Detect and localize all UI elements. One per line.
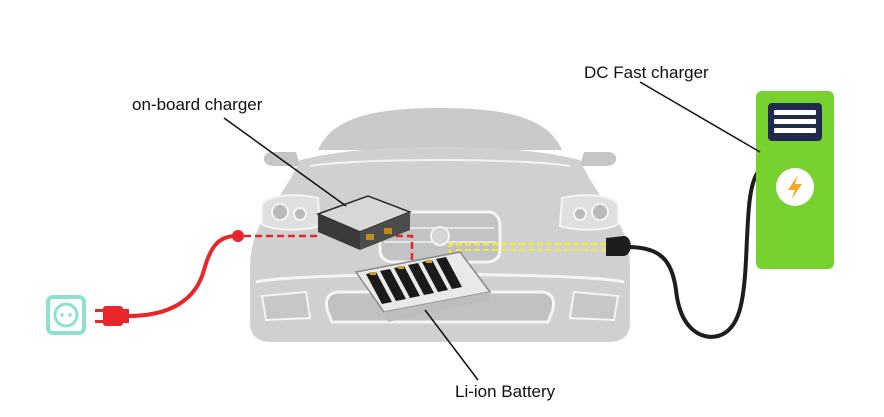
ac-inlet-port xyxy=(232,230,244,242)
label-on-board-charger: on-board charger xyxy=(132,95,263,114)
dc-internal-path-2 xyxy=(455,249,606,280)
screen-line-3 xyxy=(774,128,816,133)
leader-battery xyxy=(424,309,479,381)
battery-cells xyxy=(366,257,462,304)
headlight-left xyxy=(261,194,322,231)
headlight-right-lamp xyxy=(591,203,609,221)
mirror-right xyxy=(580,152,617,166)
screen-line-2 xyxy=(774,119,816,124)
dc-cable xyxy=(606,170,760,339)
dc-cable-line xyxy=(627,170,760,339)
headlight-left-lamp xyxy=(271,203,289,221)
battery-terminals xyxy=(370,260,432,275)
leader-dc xyxy=(639,81,761,153)
screen-line-1 xyxy=(774,110,816,115)
obc-connector-2 xyxy=(384,228,392,234)
li-ion-battery-pack xyxy=(354,251,492,322)
leader-obc xyxy=(223,117,347,207)
on-board-charger-unit xyxy=(315,195,413,250)
battery-tray-edge xyxy=(384,292,490,322)
hood-line xyxy=(309,159,571,167)
headlight-right xyxy=(558,194,619,231)
dc-connector xyxy=(606,236,631,256)
obc-front xyxy=(318,214,360,250)
car-roof xyxy=(318,108,562,150)
label-dc-fast-charger: DC Fast charger xyxy=(584,63,709,82)
fog-left xyxy=(260,290,312,322)
fog-right xyxy=(568,290,620,322)
dc-fast-charger xyxy=(756,91,834,269)
headlight-right-lamp-2 xyxy=(573,207,587,221)
wall-socket-icon xyxy=(46,295,86,335)
ac-cable-line xyxy=(127,234,237,318)
label-li-ion-battery: Li-ion Battery xyxy=(455,382,556,401)
headlight-left-lamp-2 xyxy=(293,207,307,221)
plug-icon xyxy=(95,306,129,326)
car-badge xyxy=(430,226,450,246)
car xyxy=(250,108,630,342)
obc-connector-1 xyxy=(366,234,374,240)
lightning-bolt-icon xyxy=(776,168,814,206)
